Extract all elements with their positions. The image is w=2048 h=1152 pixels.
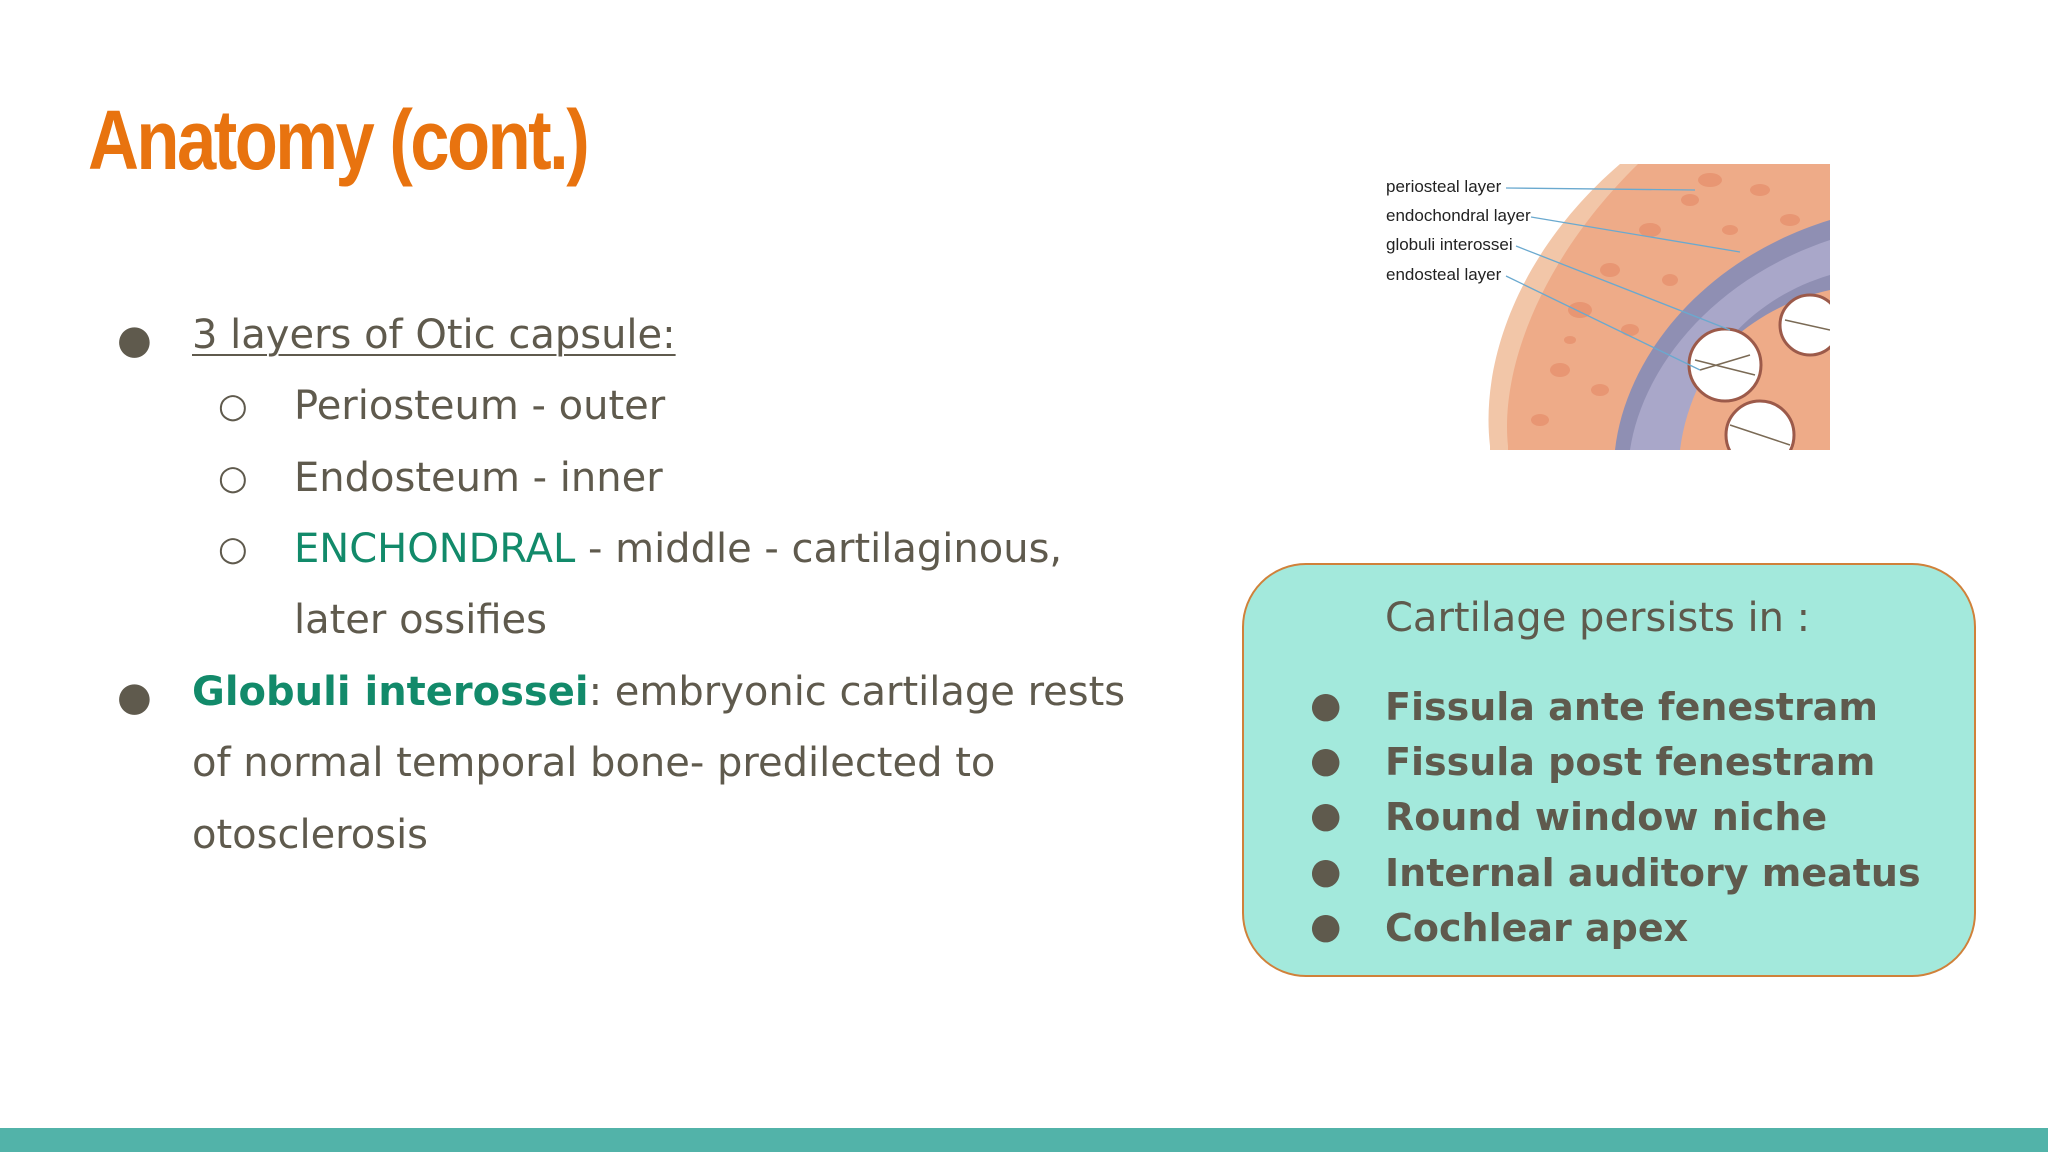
diagram-label-periosteal: periosteal layer [1386, 177, 1502, 196]
otic-capsule-illustration [1488, 164, 1830, 450]
callout-item: ● Fissula ante fenestram [1244, 685, 1974, 741]
bullet-dot: ● [117, 674, 152, 720]
sub-bullet-circle: ○ [218, 386, 248, 426]
layer-periosteum: Periosteum - outer [294, 383, 666, 429]
callout-item-text: Fissula post fenestram [1385, 740, 1876, 784]
diagram-label-endosteal: endosteal layer [1386, 265, 1502, 284]
layer-endosteum: Endosteum - inner [294, 455, 663, 501]
callout-item-text: Round window niche [1385, 795, 1828, 839]
diagram-label-globuli: globuli interossei [1386, 235, 1513, 254]
globuli-line-1: Globuli interossei: embryonic cartilage … [192, 669, 1125, 715]
cartilage-callout-box: Cartilage persists in : ● Fissula ante f… [1242, 563, 1976, 977]
footer-bar [0, 1128, 2048, 1152]
callout-item-text: Internal auditory meatus [1385, 851, 1921, 895]
callout-item: ● Round window niche [1244, 795, 1974, 851]
callout-heading: Cartilage persists in : [1385, 595, 1811, 641]
bullet-dot: ● [1310, 685, 1342, 726]
layers-heading: 3 layers of Otic capsule: [192, 312, 676, 358]
globuli-line-2: of normal temporal bone- predilected to [192, 740, 996, 786]
bullet-dot: ● [1310, 740, 1342, 781]
bullet-dot: ● [117, 317, 152, 363]
globuli-desc: : embryonic cartilage rests [588, 669, 1126, 715]
enchondral-desc: - middle - cartilaginous, [575, 526, 1063, 572]
callout-item: ● Internal auditory meatus [1244, 851, 1974, 907]
otic-capsule-diagram: periosteal layer endochondral layer glob… [1380, 160, 1830, 450]
callout-item: ● Cochlear apex [1244, 906, 1974, 962]
enchondral-desc-cont: later ossifies [294, 597, 547, 643]
sub-bullet-circle: ○ [218, 529, 248, 569]
enchondral-term: ENCHONDRAL [294, 526, 576, 572]
slide-title: Anatomy (cont.) [88, 93, 590, 187]
globuli-term: Globuli interossei [192, 669, 589, 715]
globuli-line-3: otosclerosis [192, 812, 429, 858]
callout-item-text: Cochlear apex [1385, 906, 1689, 950]
callout-item-text: Fissula ante fenestram [1385, 685, 1878, 729]
bullet-dot: ● [1310, 906, 1342, 947]
sub-bullet-circle: ○ [218, 458, 248, 498]
bullet-dot: ● [1310, 795, 1342, 836]
callout-item: ● Fissula post fenestram [1244, 740, 1974, 796]
diagram-label-endochondral: endochondral layer [1386, 206, 1531, 225]
layer-enchondral: ENCHONDRAL - middle - cartilaginous, [294, 526, 1062, 572]
bullet-dot: ● [1310, 851, 1342, 892]
